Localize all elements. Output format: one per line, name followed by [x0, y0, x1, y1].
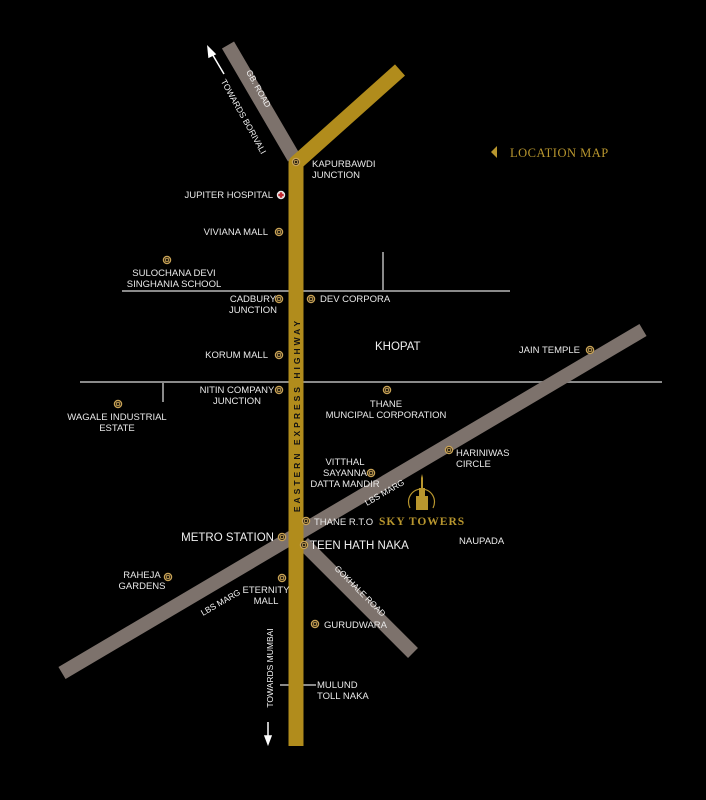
metro-marker-icon: [277, 532, 287, 542]
eternity-label: MALL: [254, 596, 279, 607]
vitthal-label: SAYANNA: [323, 468, 368, 479]
kapurbawdi-marker-icon: [291, 157, 301, 167]
lbs-marg: [58, 323, 647, 680]
hariniwas-label: CIRCLE: [456, 459, 491, 470]
teen-hath-marker-icon: [299, 540, 309, 550]
jupiter-label: JUPITER HOSPITAL: [184, 190, 273, 201]
cadbury-label: JUNCTION: [229, 305, 277, 316]
arrow-up-left-icon: [207, 44, 225, 75]
wagale-marker-icon: [113, 399, 123, 409]
cadbury-label: CADBURY: [230, 294, 277, 305]
gokhale-road: [298, 538, 418, 658]
wagale-label: ESTATE: [99, 423, 135, 434]
vitthal-label: VITTHAL: [325, 457, 364, 468]
jain-marker-icon: [585, 345, 595, 355]
raheja-label: GARDENS: [119, 581, 166, 592]
teen-hath-label: TEEN HATH NAKA: [310, 540, 409, 552]
korum-marker-icon: [274, 350, 284, 360]
sulochana-label: SULOCHANA DEVI: [132, 268, 215, 279]
tower-logo-icon: [407, 474, 436, 510]
kapurbawdi-label: KAPURBAWDI: [312, 159, 376, 170]
towards-mumbai-label: TOWARDS MUMBAI: [265, 628, 275, 707]
nitin-label: NITIN COMPANY: [200, 385, 275, 396]
vitthal-label: DATTA MANDIR: [310, 479, 379, 490]
mulund-label: TOLL NAKA: [317, 691, 369, 702]
sulochana-marker-icon: [162, 255, 172, 265]
area-naupada: NAUPADA: [459, 536, 505, 547]
nitin-label: JUNCTION: [213, 396, 261, 407]
viviana-marker-icon: [274, 227, 284, 237]
hospital-icon: [276, 190, 286, 200]
rto-marker-icon: [301, 516, 311, 526]
jain-label: JAIN TEMPLE: [519, 345, 580, 356]
highway-label: EASTERN EXPRESS HIGHWAY: [292, 318, 302, 512]
eternity-marker-icon: [277, 573, 287, 583]
metro-label: METRO STATION: [181, 532, 274, 544]
map-title: LOCATION MAP: [510, 146, 609, 160]
thane-mc-label: MUNCIPAL CORPORATION: [326, 410, 447, 421]
title-arrow-icon: [491, 146, 497, 158]
dev-corpora-label: DEV CORPORA: [320, 294, 391, 305]
viviana-label: VIVIANA MALL: [204, 227, 268, 238]
wagale-label: WAGALE INDUSTRIAL: [67, 412, 166, 423]
gurudwara-marker-icon: [310, 619, 320, 629]
thane-mc-marker-icon: [382, 385, 392, 395]
hariniwas-label: HARINIWAS: [456, 448, 509, 459]
arrow-down-icon: [263, 722, 273, 747]
eternity-label: ETERNITY: [243, 585, 291, 596]
gb-road: [221, 41, 301, 162]
raheja-marker-icon: [163, 572, 173, 582]
vitthal-marker-icon: [366, 468, 376, 478]
nitin-marker-icon: [274, 385, 284, 395]
mulund-label: MULUND: [317, 680, 358, 691]
rto-label: THANE R.T.O: [314, 517, 373, 528]
kapurbawdi-label: JUNCTION: [312, 170, 360, 181]
cadbury-marker-icon: [274, 294, 284, 304]
raheja-label: RAHEJA: [123, 570, 161, 581]
korum-label: KORUM MALL: [205, 350, 268, 361]
gurudwara-label: GURUDWARA: [324, 620, 388, 631]
hariniwas-marker-icon: [444, 445, 454, 455]
sulochana-label: SINGHANIA SCHOOL: [127, 279, 222, 290]
project-name: SKY TOWERS: [379, 516, 465, 528]
area-khopat: KHOPAT: [375, 341, 421, 353]
dev-corpora-marker-icon: [306, 294, 316, 304]
thane-mc-label: THANE: [370, 399, 402, 410]
